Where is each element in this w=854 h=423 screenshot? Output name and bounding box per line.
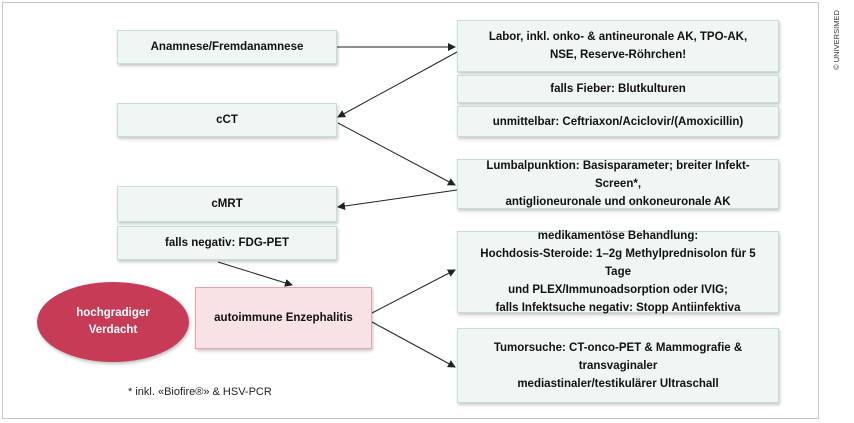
ellipse-hochgradiger-verdacht: hochgradiger Verdacht	[37, 282, 189, 362]
node-unmittelbar: unmittelbar: Ceftriaxon/Aciclovir/(Amoxi…	[457, 106, 779, 137]
node-fieber-label: falls Fieber: Blutkulturen	[550, 83, 686, 95]
node-autoimmune-enzephalitis: autoimmune Enzephalitis	[195, 287, 372, 349]
node-lumbalpunktion-label: Lumbalpunktion: Basisparameter; breiter …	[486, 160, 750, 208]
node-autoimmune-enzephalitis-label: autoimmune Enzephalitis	[214, 312, 353, 324]
node-fdg-pet: falls negativ: FDG-PET	[117, 226, 337, 260]
node-cmrt: cMRT	[117, 186, 337, 222]
node-fdg-pet-label: falls negativ: FDG-PET	[165, 237, 289, 249]
figure-frame	[2, 2, 819, 419]
node-fieber: falls Fieber: Blutkulturen	[457, 75, 779, 103]
footnote: * inkl. «Biofire®» & HSV-PCR	[128, 386, 272, 398]
node-anamnese-label: Anamnese/Fremdanamnese	[150, 41, 304, 53]
ellipse-hochgradiger-verdacht-label: hochgradiger Verdacht	[76, 307, 150, 336]
node-behandlung: medikamentöse Behandlung: Hochdosis-Ster…	[457, 230, 779, 314]
node-cmrt-label: cMRT	[211, 198, 243, 210]
node-unmittelbar-label: unmittelbar: Ceftriaxon/Aciclovir/(Amoxi…	[492, 115, 744, 128]
node-cct: cCT	[117, 103, 337, 137]
node-tumorsuche-label: Tumorsuche: CT-onco-PET & Mammografie & …	[493, 341, 743, 390]
node-labor: Labor, inkl. onko- & antineuronale AK, T…	[457, 20, 779, 72]
node-labor-label: Labor, inkl. onko- & antineuronale AK, T…	[488, 31, 748, 61]
copyright-text: © UNIVERSIMED	[831, 10, 841, 70]
node-anamnese: Anamnese/Fremdanamnese	[117, 30, 337, 64]
node-cct-label: cCT	[216, 114, 238, 126]
node-lumbalpunktion: Lumbalpunktion: Basisparameter; breiter …	[457, 159, 779, 209]
node-tumorsuche: Tumorsuche: CT-onco-PET & Mammografie & …	[457, 328, 779, 403]
node-behandlung-label: medikamentöse Behandlung: Hochdosis-Ster…	[480, 230, 756, 314]
